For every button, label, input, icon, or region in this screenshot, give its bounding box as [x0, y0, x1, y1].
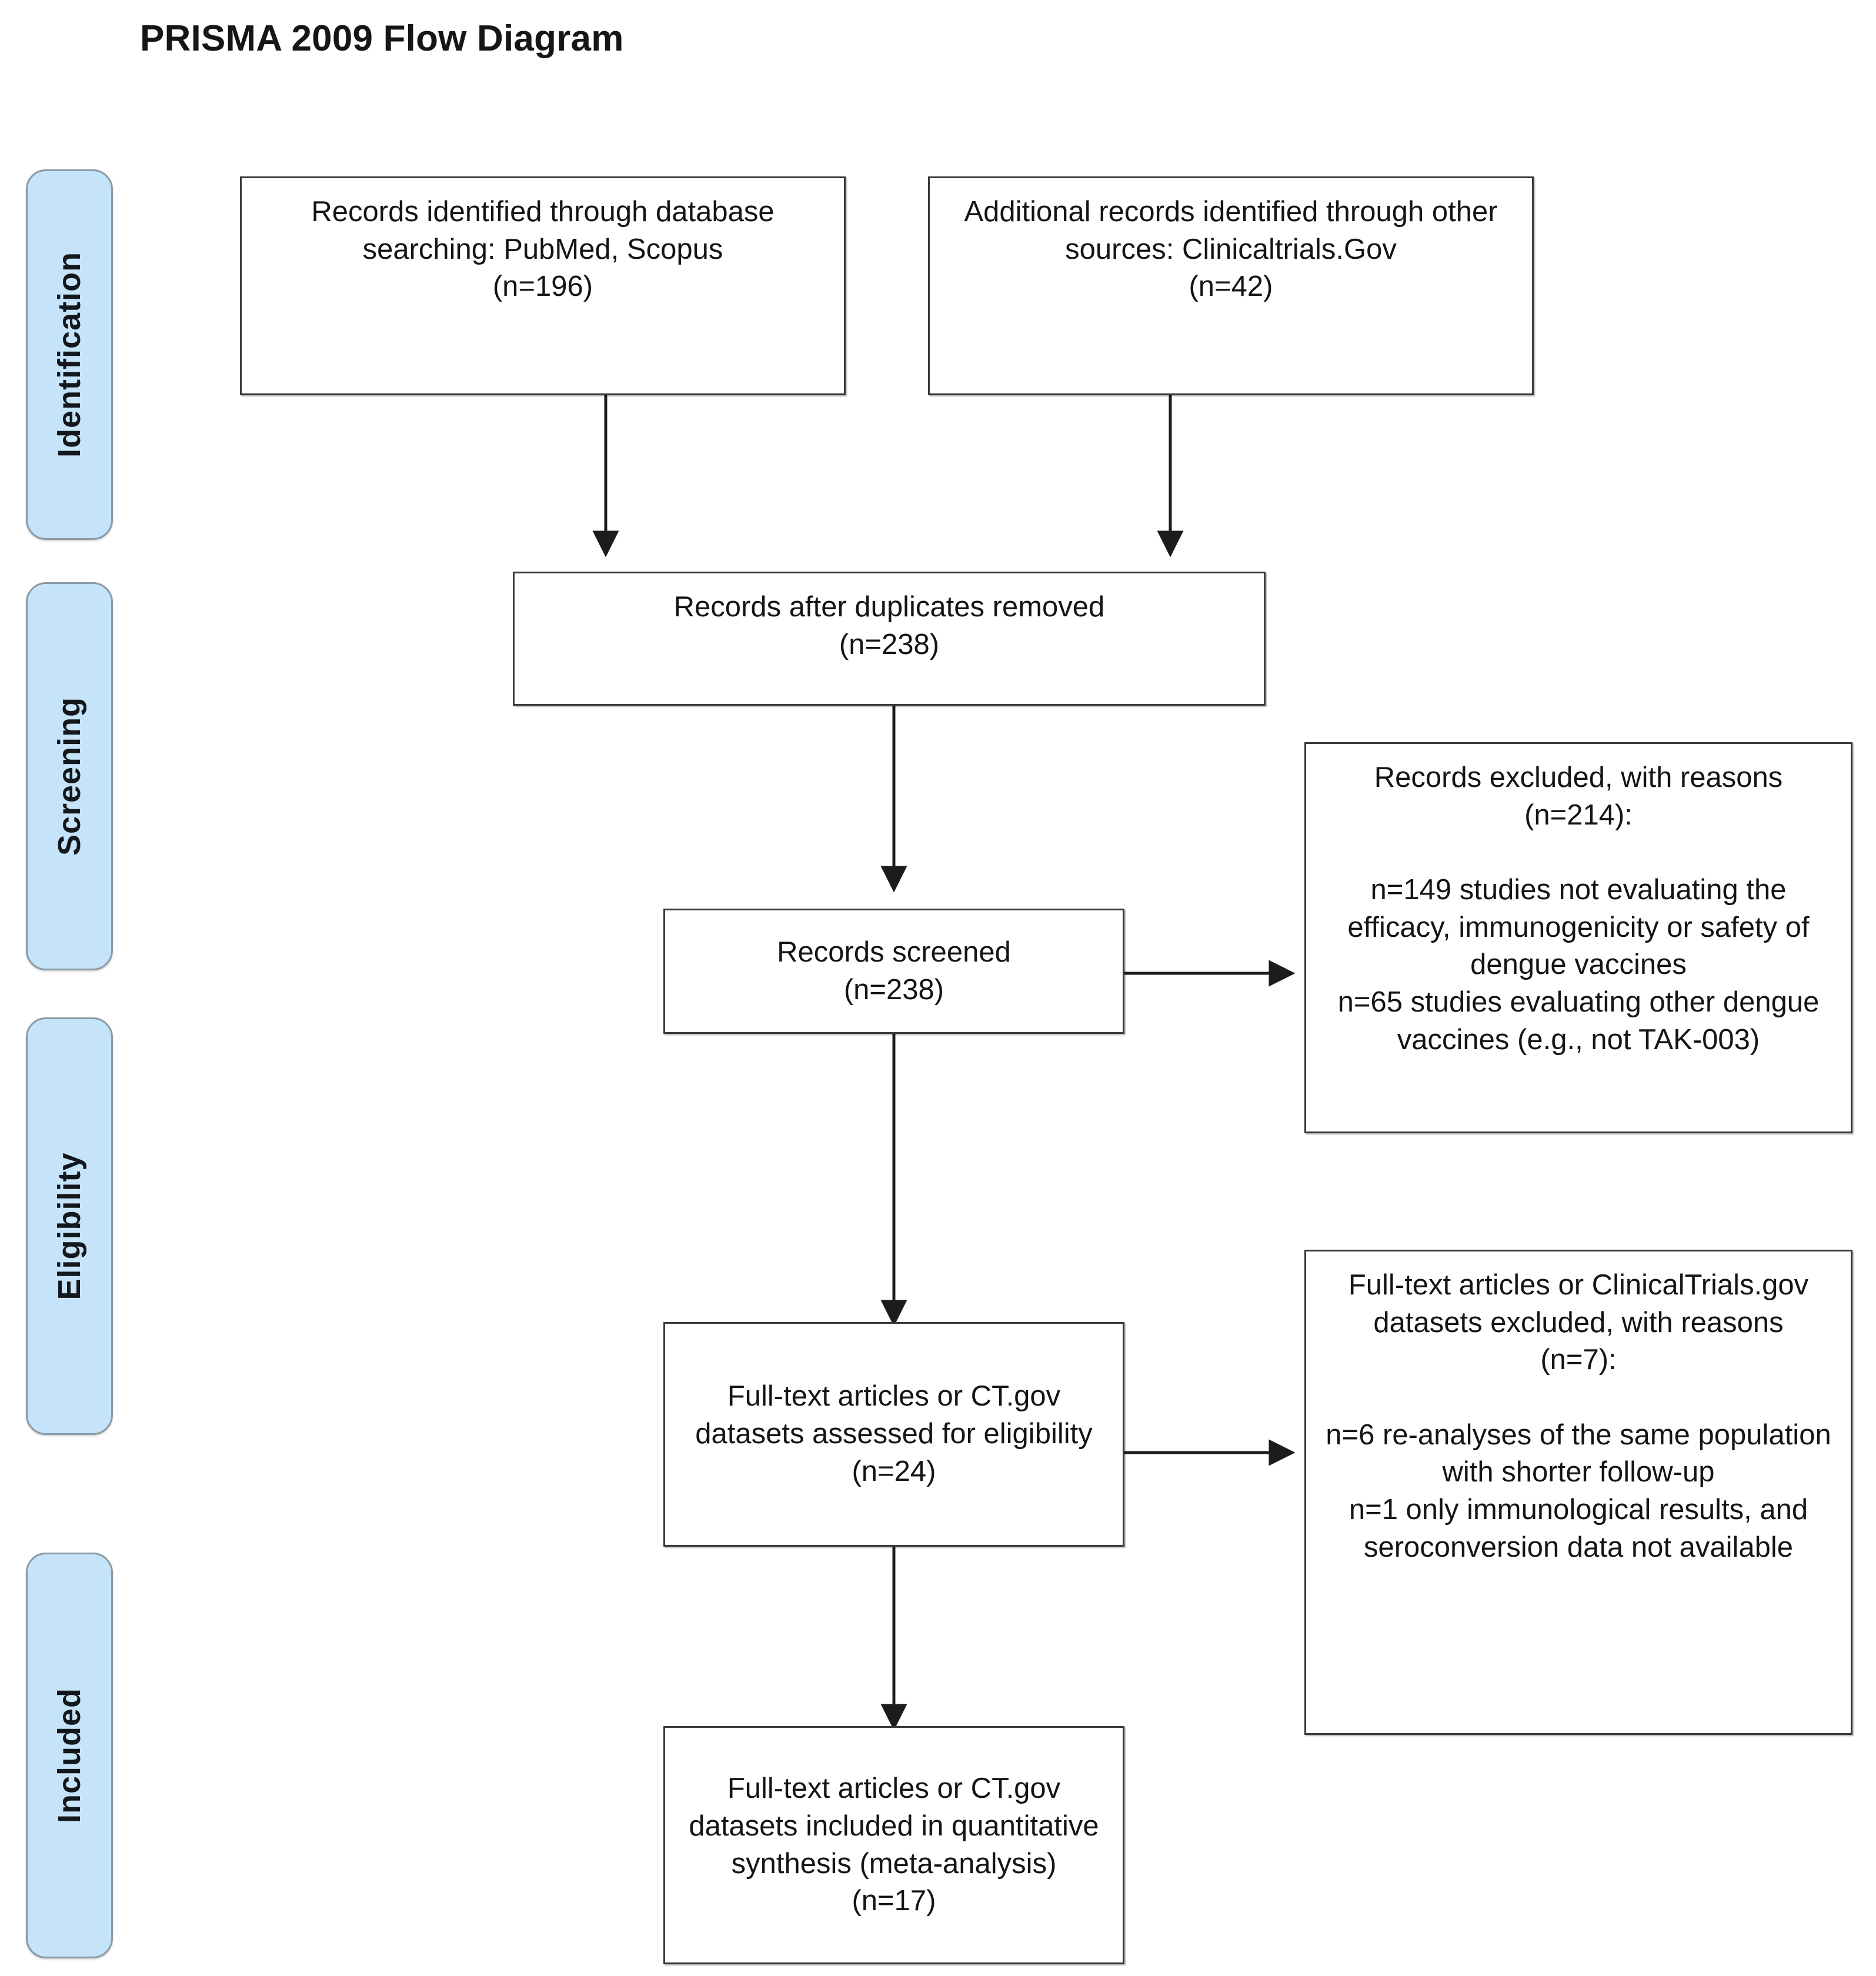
stage-bar-included: Included [26, 1553, 113, 1958]
box-records-identified-other-sources: Additional records identified through ot… [928, 176, 1534, 395]
box-fulltext-excluded: Full-text articles or ClinicalTrials.gov… [1304, 1250, 1852, 1735]
stage-bar-identification: Identification [26, 169, 113, 540]
box-included-quantitative-synthesis-text: Full-text articles or CT.gov datasets in… [689, 1773, 1099, 1917]
box-fulltext-assessed-eligibility: Full-text articles or CT.gov datasets as… [663, 1322, 1124, 1547]
box-records-screened: Records screened (n=238) [663, 909, 1124, 1034]
stage-bar-eligibility: Eligibility [26, 1017, 113, 1435]
box-records-excluded-text: Records excluded, with reasons (n=214): … [1337, 762, 1820, 1056]
box-records-after-duplicates-removed: Records after duplicates removed (n=238) [513, 572, 1266, 706]
box-fulltext-excluded-text: Full-text articles or ClinicalTrials.gov… [1326, 1269, 1831, 1563]
stage-label-included: Included [52, 1687, 87, 1824]
box-records-after-duplicates-removed-text: Records after duplicates removed (n=238) [673, 591, 1105, 660]
box-records-identified-database: Records identified through database sear… [240, 176, 846, 395]
box-records-identified-database-text: Records identified through database sear… [311, 196, 775, 303]
box-records-excluded: Records excluded, with reasons (n=214): … [1304, 742, 1852, 1133]
box-records-screened-text: Records screened (n=238) [777, 936, 1011, 1006]
stage-label-eligibility: Eligibility [52, 1152, 87, 1300]
box-fulltext-assessed-eligibility-text: Full-text articles or CT.gov datasets as… [695, 1380, 1093, 1487]
stage-bar-screening: Screening [26, 582, 113, 970]
box-included-quantitative-synthesis: Full-text articles or CT.gov datasets in… [663, 1726, 1124, 1964]
page-title: PRISMA 2009 Flow Diagram [140, 18, 624, 59]
box-records-identified-other-sources-text: Additional records identified through ot… [964, 196, 1498, 303]
stage-label-screening: Screening [52, 696, 87, 856]
stage-label-identification: Identification [52, 252, 87, 458]
